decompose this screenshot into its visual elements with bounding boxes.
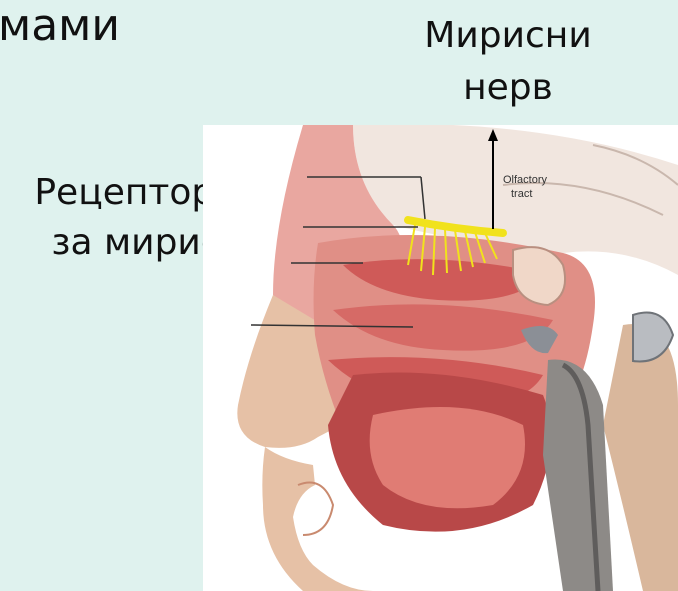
tract-label-line-1: Olfactory xyxy=(503,174,548,186)
slide-title-fragment: мами xyxy=(0,0,120,54)
olfactory-nerve-label: Мирисни нерв xyxy=(398,10,618,114)
tract-label-line-2: tract xyxy=(511,188,532,200)
anatomy-svg: Olfactory tract xyxy=(203,125,678,591)
head-cross-section-illustration: Olfactory tract xyxy=(203,125,678,591)
nerve-label-line-1: Мирисни xyxy=(398,10,618,62)
nerve-label-line-2: нерв xyxy=(398,62,618,114)
